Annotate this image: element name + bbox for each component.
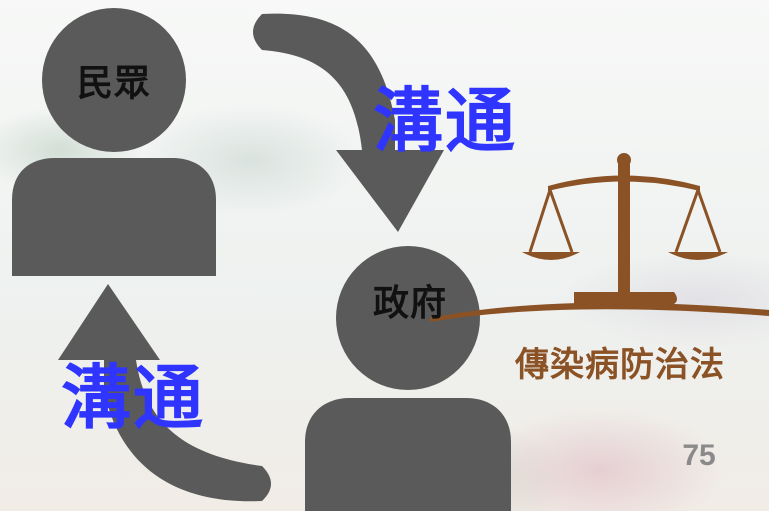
arrow-to-people [58, 284, 271, 502]
person-government-icon [305, 246, 511, 511]
person-label-people: 民眾 [76, 63, 151, 104]
page-number: 75 [682, 439, 716, 472]
communication-label-bottom: 溝通 [61, 356, 205, 439]
communication-label-top: 溝通 [373, 79, 517, 162]
person-label-government: 政府 [372, 283, 447, 324]
arrow-to-government [253, 13, 444, 232]
scales-of-justice-icon [430, 153, 769, 322]
person-people-icon [12, 8, 216, 276]
law-title: 傳染病防治法 [515, 344, 725, 385]
